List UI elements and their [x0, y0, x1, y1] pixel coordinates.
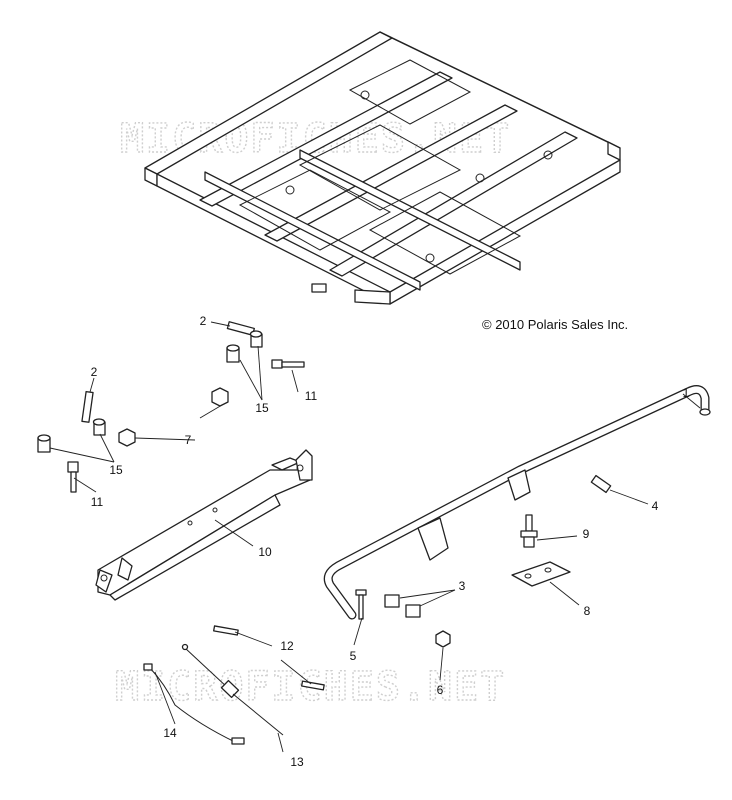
part-12-pins	[213, 625, 325, 691]
part-9-part	[520, 514, 538, 548]
part-7-nuts	[118, 387, 229, 447]
leader-lines	[49, 321, 701, 753]
part-5-bolt	[355, 589, 367, 620]
callout-10: 10	[258, 545, 272, 559]
callout-9: 9	[583, 527, 590, 541]
callout-12: 12	[280, 639, 294, 653]
part-13-strut	[181, 643, 284, 736]
part-6-nut	[435, 630, 451, 648]
part-4-part	[590, 474, 612, 494]
callout-7: 7	[185, 433, 192, 447]
callout-3: 3	[459, 579, 466, 593]
part-14-cable	[143, 663, 245, 745]
callout-1: 1	[683, 386, 690, 400]
callout-6: 6	[437, 683, 444, 697]
callout-15-left: 15	[109, 463, 123, 477]
part-8-plate	[511, 561, 571, 587]
part-3-clamps	[384, 594, 421, 618]
callout-11-upper: 11	[305, 389, 318, 403]
part-1-tube	[323, 385, 711, 620]
copyright-text: © 2010 Polaris Sales Inc.	[482, 317, 628, 332]
part-10-bracket	[95, 449, 313, 601]
callout-11-left: 11	[91, 495, 104, 509]
callout-14: 14	[163, 726, 177, 740]
part-2-pin-left	[81, 390, 94, 423]
callout-15-upper: 15	[255, 401, 269, 415]
callouts: 1 2 2 3 4 5 6 7 8 9 10 11 11 12 13 14 15…	[91, 314, 690, 769]
callout-4: 4	[652, 499, 659, 513]
callout-2-left: 2	[91, 365, 98, 379]
part-15-bushings	[37, 330, 263, 453]
callout-13: 13	[290, 755, 304, 769]
part-11-bolts	[67, 359, 305, 493]
callout-5: 5	[350, 649, 357, 663]
callout-8: 8	[584, 604, 591, 618]
callout-2-upper: 2	[200, 314, 207, 328]
cargo-frame	[144, 31, 621, 305]
